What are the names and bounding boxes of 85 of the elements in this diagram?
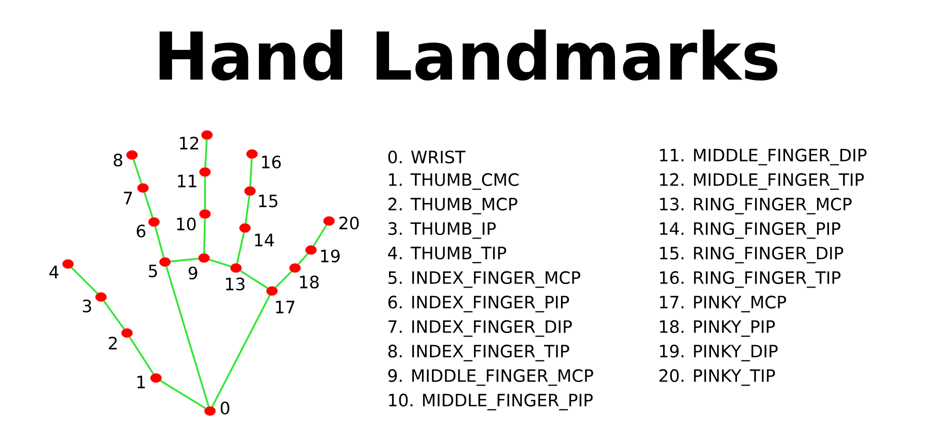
connection-line xyxy=(240,270,268,289)
connection-line xyxy=(103,300,125,330)
landmark-name: 18. PINKY_PIP xyxy=(660,320,775,337)
landmark-name: 8. INDEX_FINGER_TIP xyxy=(388,344,570,362)
landmark-dot xyxy=(150,373,162,383)
landmark-number: 20 xyxy=(339,216,359,230)
landmark-number: 14 xyxy=(255,234,274,246)
landmark-number: 10 xyxy=(177,218,196,230)
connection-line xyxy=(144,192,154,218)
landmark-name: 5. INDEX_FINGER_MCP xyxy=(388,271,580,288)
landmark-dot xyxy=(230,263,242,273)
landmark-name: 0. WRIST xyxy=(388,150,466,164)
landmark-number: 12 xyxy=(180,136,198,150)
landmark-dot xyxy=(199,209,211,219)
landmark-dot xyxy=(323,216,335,226)
landmark-dot xyxy=(305,245,317,255)
landmark-number: 1 xyxy=(137,376,145,388)
landmark-dot xyxy=(204,406,216,416)
connection-line xyxy=(244,196,250,224)
connection-line xyxy=(128,336,154,374)
landmark-number: 8 xyxy=(114,154,122,166)
landmark-name: 12. MIDDLE_FINGER_TIP xyxy=(660,173,864,190)
landmark-dot xyxy=(289,263,301,273)
landmark-name: 2. THUMB_MCP xyxy=(388,198,518,214)
landmark-name: 15. RING_FINGER_DIP xyxy=(660,246,844,264)
landmark-dot xyxy=(201,130,213,140)
landmark-number: 17 xyxy=(276,300,294,314)
landmark-number: 5 xyxy=(148,264,157,278)
landmark-number: 11 xyxy=(178,174,196,188)
landmark-name: 14. RING_FINGER_PIP xyxy=(660,222,840,239)
connection-line xyxy=(160,380,206,409)
landmark-name: 13. RING_FINGER_MCP xyxy=(660,198,852,214)
landmark-number: 6 xyxy=(136,224,146,238)
landmark-number: 7 xyxy=(124,192,132,204)
landmark-name: 3. THUMB_IP xyxy=(388,222,496,239)
connection-line xyxy=(166,266,210,407)
landmark-number: 9 xyxy=(188,266,198,280)
landmark-dot xyxy=(148,217,160,227)
landmark-dot xyxy=(137,183,149,193)
landmark-dot xyxy=(159,257,171,267)
landmark-name: 1. THUMB_CMC xyxy=(389,173,519,190)
connection-line xyxy=(275,271,292,288)
landmark-number: 19 xyxy=(321,250,340,262)
landmark-name: 16. RING_FINGER_TIP xyxy=(660,271,840,288)
landmark-name: 10. MIDDLE_FINGER_PIP xyxy=(389,394,593,410)
connection-line xyxy=(154,226,165,258)
connection-line xyxy=(204,176,206,210)
landmark-number: 13 xyxy=(226,278,244,290)
landmark-dot xyxy=(199,167,211,177)
connection-line xyxy=(249,158,253,186)
landmark-name: 19. PINKY_DIP xyxy=(660,344,778,362)
landmark-dot xyxy=(239,223,251,233)
connection-line xyxy=(132,159,142,184)
landmark-name: 17. PINKY_MCP xyxy=(660,296,786,312)
landmark-name: 7. INDEX_FINGER_DIP xyxy=(388,320,572,337)
landmark-dot xyxy=(121,328,133,338)
landmark-dot xyxy=(126,150,138,160)
connection-line xyxy=(71,267,98,294)
connection-line xyxy=(211,294,271,408)
connection-line xyxy=(170,258,198,262)
connection-line xyxy=(236,232,245,264)
landmark-number: 0 xyxy=(220,402,230,414)
connection-line xyxy=(298,253,308,265)
connection-line xyxy=(203,218,206,254)
landmark-name: 20. PINKY_TIP xyxy=(659,369,775,386)
title: Hand Landmarks xyxy=(160,29,778,81)
landmark-dot xyxy=(95,292,107,302)
landmark-number: 16 xyxy=(262,156,281,168)
landmark-number: 18 xyxy=(300,276,319,288)
landmark-number: 3 xyxy=(82,300,92,312)
landmark-dot xyxy=(246,149,258,159)
connection-line xyxy=(312,224,328,246)
landmark-number: 4 xyxy=(49,266,58,278)
landmark-name: 4. THUMB_TIP xyxy=(388,246,506,264)
landmark-dot xyxy=(266,286,278,296)
landmark-name: 11. MIDDLE_FINGER_DIP xyxy=(660,148,867,166)
landmark-name: 9. MIDDLE_FINGER_MCP xyxy=(388,369,594,386)
landmark-dot xyxy=(244,186,256,196)
connection-line xyxy=(209,258,231,268)
landmark-name: 6. INDEX_FINGER_PIP xyxy=(388,296,569,312)
landmark-number: 15 xyxy=(259,194,278,208)
landmark-number: 2 xyxy=(108,336,117,350)
landmark-dot xyxy=(198,253,210,263)
landmark-dot xyxy=(62,259,74,269)
connection-line xyxy=(204,140,208,168)
